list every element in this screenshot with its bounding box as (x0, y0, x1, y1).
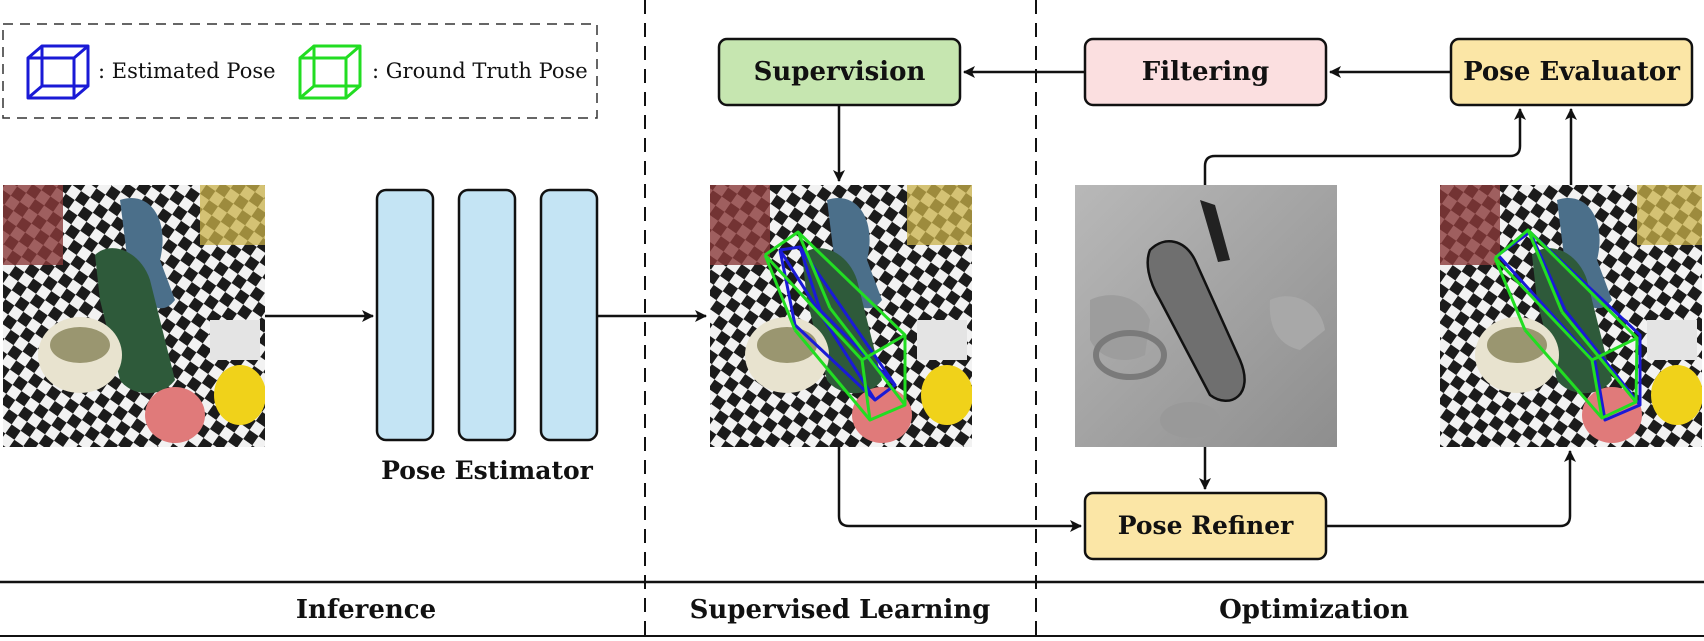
input-rgb-image (3, 185, 265, 447)
section-optimization-label: Optimization (1219, 595, 1409, 625)
legend-frame (2, 23, 598, 119)
estimated-pose-cube-icon (26, 44, 90, 100)
estimator-layer-1 (375, 188, 435, 442)
arrow-depth-to-evaluator (1203, 108, 1526, 185)
ground-truth-pose-box (763, 230, 907, 422)
ground-truth-pose-label: : Ground Truth Pose (372, 59, 588, 83)
arrow-image-to-refiner (837, 447, 1082, 532)
supervision-label: Supervision (754, 57, 926, 87)
supervision-image (710, 185, 972, 447)
section-inference-label: Inference (296, 595, 436, 625)
ground-truth-pose-cube-icon (298, 44, 362, 100)
depth-image (1075, 185, 1337, 447)
section-supervised-learning-label: Supervised Learning (690, 595, 991, 625)
pose-estimator-label: Pose Estimator (381, 456, 594, 485)
pose-evaluator-label: Pose Evaluator (1463, 57, 1680, 87)
estimator-layer-2 (457, 188, 517, 442)
estimator-layer-3 (539, 188, 599, 442)
legend: : Estimated Pose : Ground Truth Pose (2, 23, 598, 119)
arrow-refiner-to-refined-image (1326, 450, 1576, 528)
refined-ground-truth-pose-box (1493, 228, 1639, 420)
pose-refiner-label: Pose Refiner (1118, 511, 1294, 540)
filtering-label: Filtering (1142, 57, 1269, 87)
pose-estimator-network (375, 188, 599, 442)
estimated-pose-box (778, 245, 897, 402)
estimated-pose-label: : Estimated Pose (98, 59, 276, 83)
flow-arrows (265, 66, 1577, 532)
